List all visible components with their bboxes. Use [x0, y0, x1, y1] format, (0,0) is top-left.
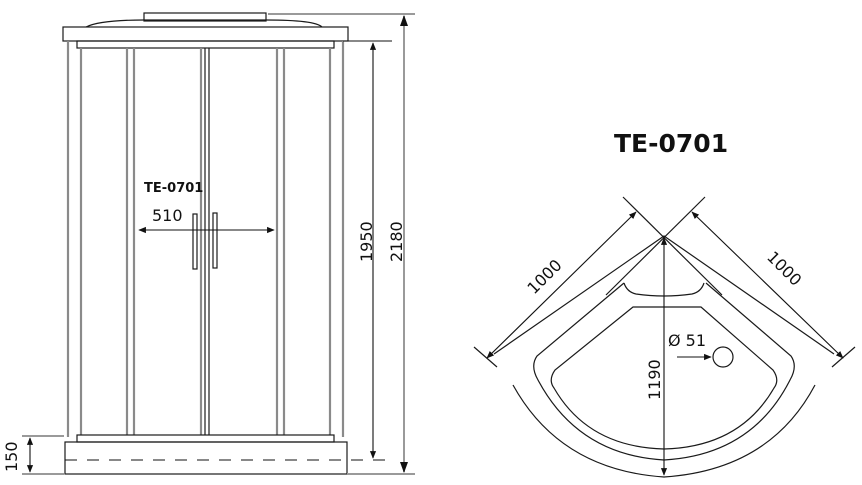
inner-height-label: 1950	[357, 221, 376, 262]
tray-base	[64, 441, 348, 475]
roof-fan-box	[143, 12, 267, 22]
left-side-label: 1000	[523, 256, 565, 298]
roof-dome	[85, 19, 323, 28]
front-model-label: TE-0701	[144, 181, 203, 196]
top-view-title: TE-0701	[614, 129, 728, 158]
drain-icon	[712, 346, 734, 368]
tray-outer-arc	[512, 384, 816, 478]
front-view: TE-0701 510 1950 2180 150	[2, 12, 415, 475]
door-handle-right	[212, 212, 218, 269]
right-side-dimension	[691, 211, 844, 359]
top-view: TE-0701 Ø 51 1190 1000 1000	[473, 129, 856, 478]
door-handle-left	[192, 213, 198, 270]
depth-label: 1190	[645, 359, 664, 400]
door-width-label: 510	[152, 206, 183, 225]
total-height-label: 2180	[387, 221, 406, 262]
roof-cap	[62, 26, 349, 42]
top-rail	[76, 40, 335, 49]
right-side-label: 1000	[763, 247, 805, 289]
tray-lip	[76, 434, 335, 443]
left-side-dimension	[486, 211, 637, 359]
drain-diameter-label: Ø 51	[668, 331, 706, 350]
tray-height-label: 150	[2, 441, 21, 472]
